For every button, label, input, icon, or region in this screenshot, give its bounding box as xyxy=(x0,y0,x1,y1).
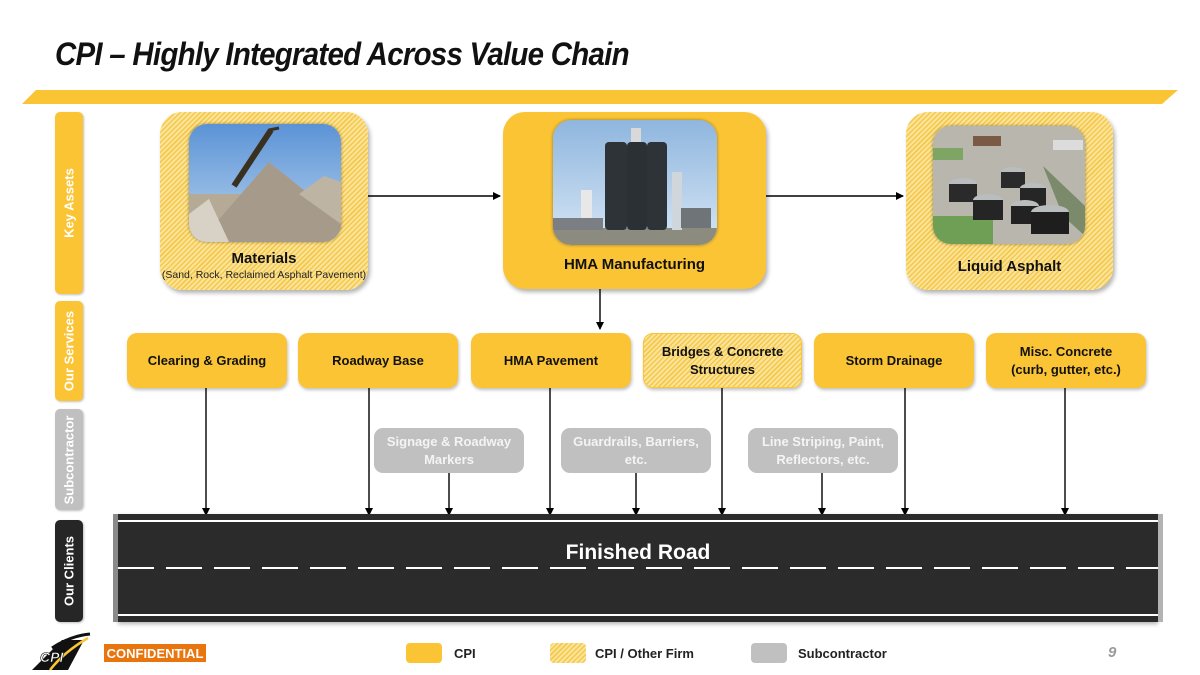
asphalt-plant-photo xyxy=(553,120,717,245)
row-label-subcontractor: Subcontractor xyxy=(55,409,83,510)
subcontractor-guardrails: Guardrails, Barriers, etc. xyxy=(561,428,711,473)
subcontractor-line-striping: Line Striping, Paint, Reflectors, etc. xyxy=(748,428,898,473)
service-clearing-grading: Clearing & Grading xyxy=(127,333,287,388)
subcontractor-signage: Signage & Roadway Markers xyxy=(374,428,524,473)
asset-label: Liquid Asphalt xyxy=(957,258,1062,275)
cpi-logo-icon: CPI xyxy=(32,632,91,670)
service-hma-pavement: HMA Pavement xyxy=(471,333,631,388)
asset-materials: Materials (Sand, Rock, Reclaimed Asphalt… xyxy=(160,112,368,290)
slide-title: CPI – Highly Integrated Across Value Cha… xyxy=(55,36,630,72)
row-label-our-clients: Our Clients xyxy=(55,520,83,622)
logo-text: CPI xyxy=(40,649,64,665)
asset-label: Materials xyxy=(231,250,297,267)
finished-road: Finished Road xyxy=(118,514,1158,622)
page-number: 9 xyxy=(1108,644,1117,661)
row-label-our-services: Our Services xyxy=(55,301,83,401)
row-label-key-assets: Key Assets xyxy=(55,112,83,294)
service-roadway-base: Roadway Base xyxy=(298,333,458,388)
service-storm-drainage: Storm Drainage xyxy=(814,333,974,388)
legend-label-cpi: CPI xyxy=(454,646,476,661)
legend-label-subcontractor: Subcontractor xyxy=(798,646,887,661)
legend-swatch-cpi-other-firm xyxy=(550,643,586,663)
legend-swatch-cpi xyxy=(406,643,442,663)
asset-liquid-asphalt: Liquid Asphalt xyxy=(906,112,1113,290)
asset-hma-manufacturing: HMA Manufacturing xyxy=(503,112,766,289)
confidential-badge: CONFIDENTIAL xyxy=(104,644,206,662)
finished-road-label: Finished Road xyxy=(565,541,711,564)
asset-label: HMA Manufacturing xyxy=(563,256,706,273)
legend-label-cpi-other-firm: CPI / Other Firm xyxy=(595,646,694,661)
service-misc-concrete: Misc. Concrete (curb, gutter, etc.) xyxy=(986,333,1146,388)
title-underline-band xyxy=(22,90,1178,104)
legend-swatch-subcontractor xyxy=(751,643,787,663)
service-bridges-concrete: Bridges & Concrete Structures xyxy=(643,333,802,388)
asset-sublabel: (Sand, Rock, Reclaimed Asphalt Pavement) xyxy=(161,269,367,281)
aggregate-stockpile-photo xyxy=(189,124,341,242)
asphalt-terminal-photo xyxy=(933,126,1085,244)
road-markings xyxy=(118,520,1158,616)
